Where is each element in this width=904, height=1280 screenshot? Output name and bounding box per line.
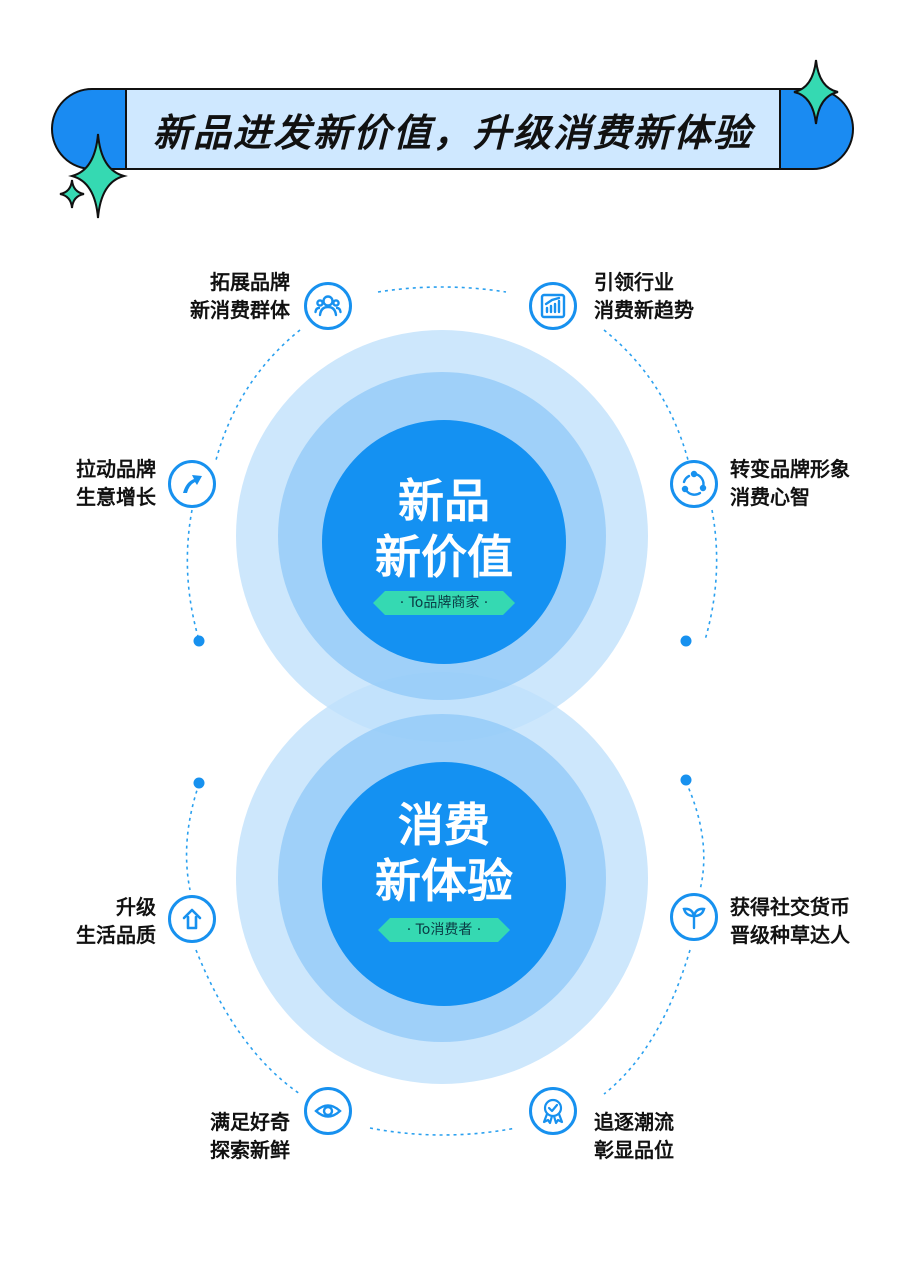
bottom-core-line1: 消费 [398,799,490,851]
top-core-circle: 新品 新价值 [322,420,566,664]
banner-box: 新品进发新价值，升级消费新体验 [125,88,781,170]
item-label-trend-taste: 追逐潮流 彰显品位 [594,1110,674,1162]
cycle-icon [681,470,707,496]
guide-arc-lower-right-a [685,781,705,891]
guide-arc-bottom [369,1127,517,1136]
item-icon-ring [304,282,352,330]
item-label-business-growth: 拉动品牌 生意增长 [76,457,156,509]
item-icon-ring [168,895,216,943]
guide-arc-lower-left-b [195,949,301,1095]
sprout-icon [682,907,706,930]
top-tag: · To品牌商家 · [373,591,515,615]
item-icon-ring [670,893,718,941]
sparkle-left-icon [59,133,128,219]
guide-arc-mid-right [704,509,718,641]
up-arrow-icon [182,908,202,930]
item-icon-ring [529,282,577,330]
top-core-line2: 新价值 [375,531,513,583]
guide-dot [193,635,205,647]
guide-dot [193,777,205,789]
guide-dot [680,635,692,647]
bottom-core-circle: 消费 新体验 [322,762,566,1006]
badge-icon [542,1098,564,1125]
item-label-curiosity: 满足好奇 探索新鲜 [210,1110,290,1162]
guide-arc-mid-left [186,509,200,641]
bottom-tag: · To消费者 · [378,918,510,942]
page-title: 新品进发新价值，升级消费新体验 [152,110,753,155]
item-icon-ring [670,460,718,508]
top-core-line1: 新品 [398,475,490,527]
sparkle-right-icon [793,59,839,125]
item-label-lead-trend: 引领行业 消费新趋势 [594,270,694,322]
users-icon [314,295,342,317]
item-icon-ring [168,460,216,508]
guide-arc-lower-right-b [603,949,691,1095]
bar-chart-icon [540,293,566,319]
item-label-social-currency: 获得社交货币 晋级种草达人 [730,895,850,947]
growth-arrow-icon [183,475,202,493]
bottom-core-line2: 新体验 [375,855,513,907]
guide-arc-lower-left-a [185,783,200,891]
item-icon-ring [529,1087,577,1135]
item-label-brand-image: 转变品牌形象 消费心智 [730,457,850,509]
item-icon-ring [304,1087,352,1135]
guide-arc-top [377,286,507,293]
guide-arc-upper-left [215,329,301,461]
item-label-expand-audience: 拓展品牌 新消费群体 [190,270,290,322]
guide-arc-upper-right [603,329,689,461]
eye-icon [314,1104,342,1118]
guide-dot [680,774,692,786]
item-label-upgrade-life: 升级 生活品质 [76,895,156,947]
